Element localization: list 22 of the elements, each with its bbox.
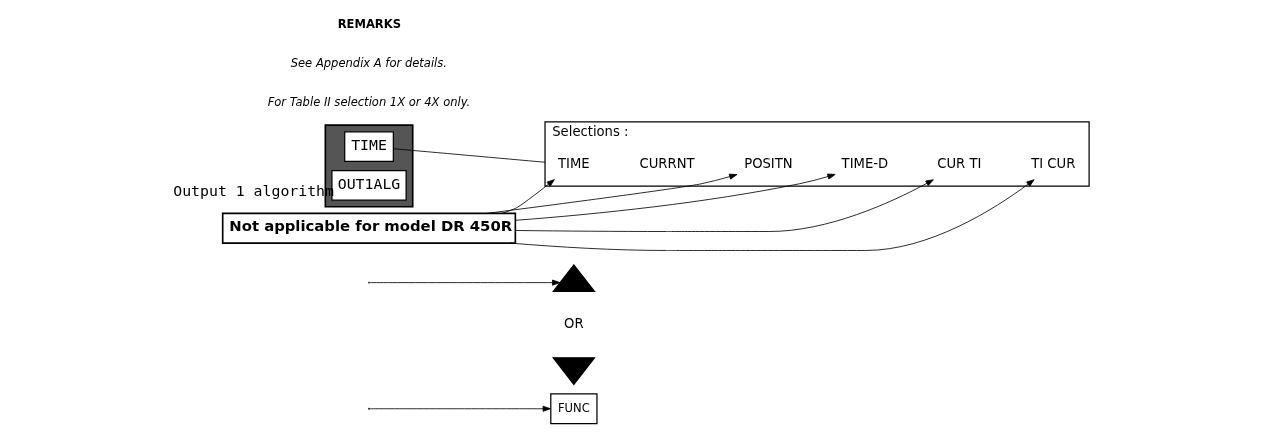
node-text: POSITN xyxy=(744,155,793,171)
label: For Table II selection 1X or 4X only. xyxy=(267,94,471,109)
connector xyxy=(393,148,546,163)
arrow xyxy=(509,179,1035,251)
label: REMARKS xyxy=(337,17,401,32)
arrow xyxy=(369,279,561,286)
node-box: Not applicable for model DR 450R xyxy=(221,212,517,244)
arrow xyxy=(515,179,934,232)
node-text: TIME-D xyxy=(841,155,889,171)
node-text: CURRNT xyxy=(639,155,695,171)
node-box: FUNC xyxy=(550,393,598,425)
arrow xyxy=(369,405,551,412)
label: See Appendix A for details. xyxy=(290,56,447,71)
arrow xyxy=(501,179,555,214)
node-invtriangle xyxy=(552,357,596,386)
arrow xyxy=(515,173,836,221)
label: OR xyxy=(564,315,584,331)
arrow xyxy=(486,173,738,214)
node-box: TIME xyxy=(344,131,394,163)
node-text: TIME xyxy=(558,155,590,171)
node-text: TI CUR xyxy=(1031,155,1076,171)
node-text: CUR TI xyxy=(937,155,982,171)
